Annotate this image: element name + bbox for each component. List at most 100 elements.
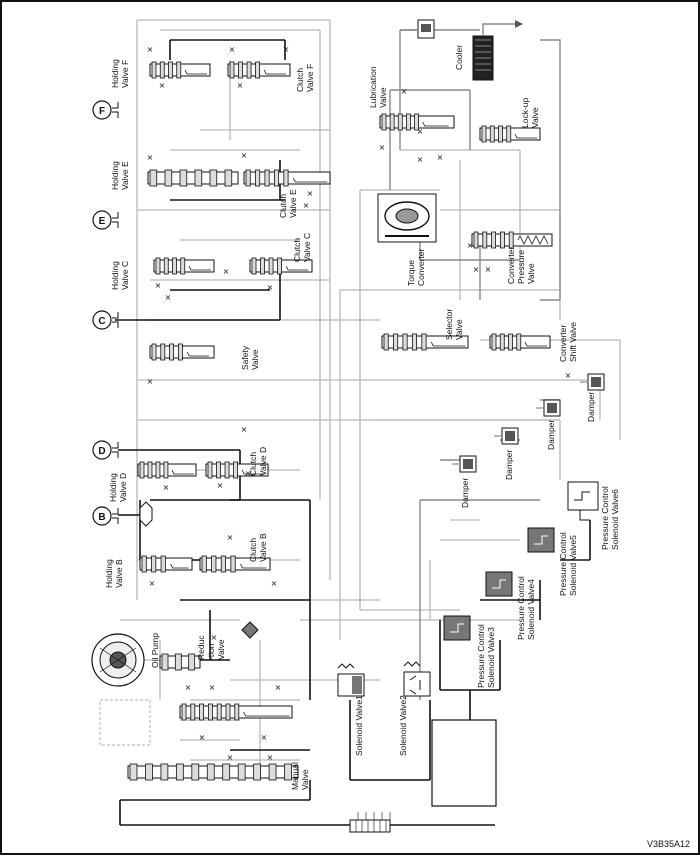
solenoid-valve-1-label: Solenoid Valve1	[354, 695, 364, 756]
solenoid-valve-1	[337, 663, 365, 697]
x-mark-30: ×	[401, 87, 408, 96]
converter-pressure-valve-label: ConverterPressureValve	[506, 247, 536, 284]
reduction-valve-spool	[159, 653, 201, 671]
x-mark-27: ×	[267, 753, 274, 762]
pcsv3-label: Pressure ControlSolenoid Valve3	[476, 624, 496, 688]
check-diamond-icon	[241, 621, 259, 639]
regulator-valve-spool	[179, 703, 293, 721]
x-mark-21: ×	[211, 633, 218, 642]
manual-valve-label: ManualValve	[290, 762, 310, 790]
converter-pressure-valve-spool	[471, 231, 553, 249]
holding-valve-c-label: HoldingValve C	[110, 261, 130, 290]
x-mark-31: ×	[417, 127, 424, 136]
clutch-valve-f-label: ClutchValve F	[295, 64, 315, 92]
holding-valve-b-label: HoldingValve B	[104, 559, 124, 588]
pcsv6	[567, 481, 599, 521]
x-mark-1: ×	[147, 45, 154, 54]
x-mark-36: ×	[467, 241, 474, 250]
reduction-valve-label: Reduc-tionValve	[196, 635, 226, 660]
x-mark-6: ×	[147, 153, 154, 162]
x-mark-34: ×	[485, 265, 492, 274]
oil-pump	[91, 633, 145, 687]
x-mark-13: ×	[165, 293, 172, 302]
port-c-circle: C	[92, 310, 119, 330]
x-mark-16: ×	[217, 481, 224, 490]
spool-valves	[127, 61, 553, 781]
damper-3	[494, 427, 519, 445]
oil-strainer	[349, 812, 391, 833]
x-mark-37: ×	[307, 189, 314, 198]
port-b-circle: B	[92, 506, 119, 526]
x-mark-26: ×	[227, 753, 234, 762]
x-mark-23: ×	[209, 683, 216, 692]
accumulator-icon	[139, 501, 153, 527]
pcsv5	[527, 527, 555, 553]
x-mark-11: ×	[223, 267, 230, 276]
figure-code: V3B35A12	[647, 839, 690, 849]
selector-valve-spool	[381, 333, 469, 351]
x-mark-24: ×	[275, 683, 282, 692]
x-mark-3: ×	[283, 45, 290, 54]
lubrication-valve-label: LubricationValve	[368, 66, 388, 108]
x-mark-10: ×	[267, 283, 274, 292]
port-f-circle: F	[92, 100, 119, 120]
safety-valve-spool	[149, 343, 215, 361]
x-mark-32: ×	[417, 155, 424, 164]
lubrication-valve-spool	[379, 113, 455, 131]
torque-converter-icon	[377, 193, 437, 243]
x-mark-8: ×	[303, 201, 310, 210]
solenoid-valve-2-label: Solenoid Valve2	[398, 695, 408, 756]
converter-shift-valve-spool	[489, 333, 551, 351]
x-mark-15: ×	[245, 469, 252, 478]
x-mark-9: ×	[155, 281, 162, 290]
damper-label-3: Damper	[504, 450, 514, 480]
pcsv4-label: Pressure ControlSolenoid Valve4	[516, 576, 536, 640]
damper-label-4: Damper	[460, 478, 470, 508]
x-mark-22: ×	[185, 683, 192, 692]
x-mark-4: ×	[159, 81, 166, 90]
clutch-valve-b-label: ClutchValve B	[248, 533, 268, 562]
damper-4	[452, 455, 477, 473]
x-mark-33: ×	[473, 265, 480, 274]
safety-valve-label: SafetyValve	[240, 345, 260, 370]
x-mark-12: ×	[147, 377, 154, 386]
port-e-label: E	[99, 216, 106, 227]
x-mark-38: ×	[261, 733, 268, 742]
port-c-label: C	[98, 316, 105, 327]
clutch-valve-c-spool	[249, 257, 313, 275]
x-mark-19: ×	[149, 579, 156, 588]
port-circles: F E C D B	[92, 100, 119, 526]
port-d-circle: D	[92, 440, 119, 460]
x-mark-17: ×	[163, 483, 170, 492]
hydraulic-lines	[99, 19, 621, 826]
solenoid-valve-2	[403, 661, 431, 697]
x-mark-14: ×	[241, 425, 248, 434]
lockup-valve-spool	[479, 125, 541, 143]
port-f-label: F	[99, 106, 105, 117]
pcsv5-label: Pressure ControlSolenoid Valve5	[558, 532, 578, 596]
clutch-valve-e-label: ClutchValve E	[278, 189, 298, 218]
holding-valve-f-label: HoldingValve F	[110, 59, 130, 88]
holding-valve-d-spool	[137, 461, 197, 479]
damper-label-1: Damper	[586, 392, 596, 422]
dampers	[452, 373, 605, 473]
x-mark-18: ×	[227, 533, 234, 542]
port-d-label: D	[98, 446, 105, 457]
lockup-valve-label: Lock-upValve	[520, 97, 540, 128]
x-mark-35: ×	[565, 371, 572, 380]
selector-valve-label: SelectorValve	[444, 309, 464, 340]
clutch-valve-d-spool	[205, 461, 269, 479]
x-mark-25: ×	[199, 733, 206, 742]
oil-pump-label: Oil Pump	[150, 633, 160, 668]
holding-valve-b-spool	[139, 555, 193, 573]
pcsv4	[485, 571, 513, 597]
holding-valve-c-spool	[153, 257, 215, 275]
x-mark-29: ×	[379, 143, 386, 152]
control-unit-box	[431, 719, 497, 807]
clutch-valve-e-spool	[243, 169, 331, 187]
damper-1	[580, 373, 605, 391]
clutch-valve-c-label: ClutchValve C	[292, 233, 312, 262]
torque-converter-label: TorqueConverter	[406, 249, 426, 286]
top-relief-valve-icon	[400, 19, 435, 39]
